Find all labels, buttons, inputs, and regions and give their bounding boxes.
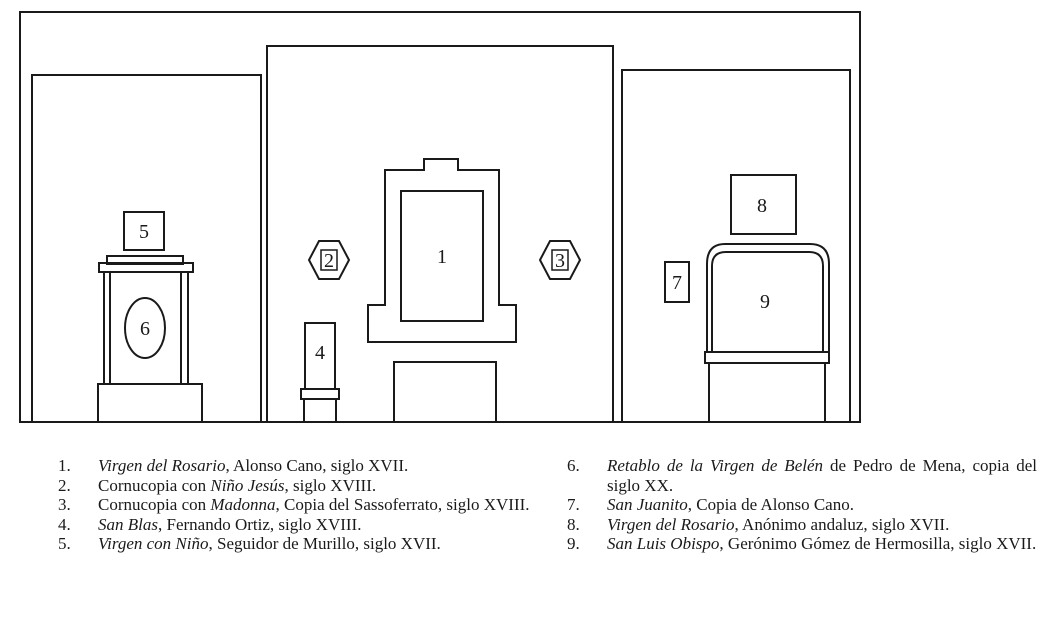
artwork-9-inner-frame (711, 251, 824, 352)
central-table (393, 361, 497, 423)
cornucopia-2-frame (307, 240, 351, 280)
label-2: 2 (324, 250, 334, 272)
legend-left: 1. Virgen del Rosario, Alonso Cano, sigl… (58, 456, 538, 554)
legend-item: 4. San Blas, Fernando Ortiz, siglo XVIII… (58, 514, 362, 534)
legend-item: 7. San Juanito, Copia de Alonso Cano. (567, 495, 854, 514)
label-7: 7 (672, 272, 682, 294)
artwork-9-cabinet (708, 363, 826, 422)
artwork-7-frame (664, 261, 690, 303)
legend-right: 6. Retablo de la Virgen de Belén de Pedr… (567, 456, 1037, 554)
artwork-1-inner-frame (400, 190, 484, 322)
artwork-9-shelf (704, 351, 830, 364)
artwork-1-outer-frame (367, 158, 517, 343)
legend-item: 1. Virgen del Rosario, Alonso Cano, sigl… (58, 456, 409, 475)
right-wall-panel (621, 69, 851, 422)
legend-item: 9. San Luis Obispo, Gerónimo Gómez de He… (567, 534, 1037, 553)
cornucopia-3-frame (538, 240, 582, 280)
label-5: 5 (139, 221, 149, 243)
label-9: 9 (760, 291, 770, 313)
retablo-6-oval (124, 297, 166, 359)
legend-item: 3. Cornucopia con Madonna, Copia del Sas… (58, 495, 530, 514)
artwork-9-outer-frame (706, 243, 830, 352)
label-1: 1 (437, 246, 447, 268)
artwork-5-frame (123, 211, 165, 251)
wall-layout-diagram: 5 6 2 3 1 4 8 7 9 (19, 11, 861, 423)
label-4: 4 (315, 342, 325, 364)
retablo-6-base (97, 383, 203, 423)
label-3: 3 (555, 250, 565, 272)
legend-item: 2. Cornucopia con Niño Jesús, siglo XVII… (58, 475, 377, 495)
legend-item: 5. Virgen con Niño, Seguidor de Murillo,… (58, 534, 441, 553)
center-wall-panel (266, 45, 614, 422)
artwork-8-frame (730, 174, 797, 235)
room-outline (19, 11, 861, 423)
label-6: 6 (140, 318, 150, 340)
legend-item: 8. Virgen del Rosario, Anónimo andaluz, … (567, 514, 950, 534)
left-wall-panel (31, 74, 262, 422)
label-8: 8 (757, 195, 767, 217)
legend-item: 6. Retablo de la Virgen de Belén de Pedr… (567, 456, 1037, 495)
